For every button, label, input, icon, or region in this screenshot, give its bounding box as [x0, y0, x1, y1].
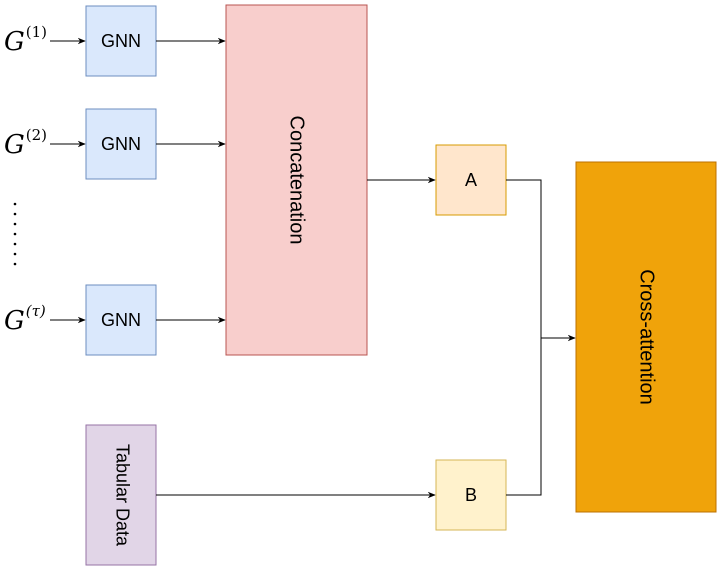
a-box: A: [435, 144, 507, 216]
svg-text:Cross-attention: Cross-attention: [636, 269, 658, 405]
svg-text:GNN: GNN: [101, 31, 141, 51]
graph-label-tau: G(τ): [4, 302, 46, 336]
svg-text:Concatenation: Concatenation: [286, 116, 308, 245]
vertical-ellipsis: [13, 202, 17, 266]
svg-text:A: A: [465, 170, 477, 190]
gnn-box-2: GNN: [85, 108, 157, 180]
svg-text:B: B: [465, 485, 477, 505]
edge-b-merge: [506, 338, 542, 496]
cross-attention-box: Cross-attention: [575, 161, 717, 513]
svg-text:Tabular Data: Tabular Data: [112, 444, 132, 547]
graph-label-1: G(1): [4, 23, 47, 57]
gnn-box-1: GNN: [85, 5, 157, 77]
b-box: B: [435, 459, 507, 531]
graph-label-2: G(2): [4, 126, 47, 160]
svg-text:GNN: GNN: [101, 310, 141, 330]
concatenation-box: Concatenation: [225, 4, 368, 356]
edge-a-merge: [506, 179, 542, 338]
svg-text:GNN: GNN: [101, 134, 141, 154]
gnn-box-3: GNN: [85, 284, 157, 356]
tabular-data-box: Tabular Data: [85, 424, 157, 566]
